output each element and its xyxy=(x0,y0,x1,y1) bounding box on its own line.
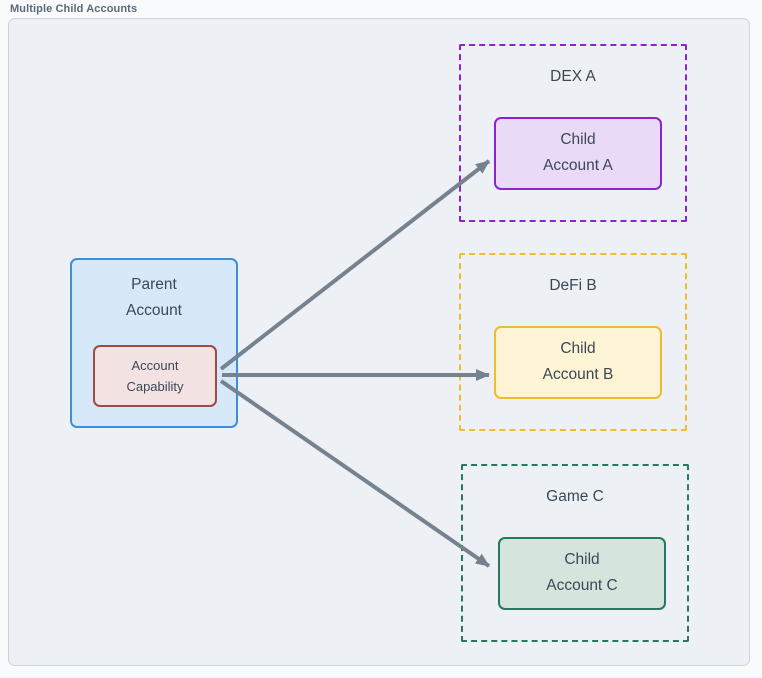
parent-account-label: Parent Account xyxy=(125,276,182,319)
child-account-b-label: Child Account B xyxy=(542,340,614,383)
child-account-a-box: Child Account A xyxy=(494,117,662,190)
zone-game-c-title: Game C xyxy=(546,488,604,505)
zone-defi-b-title: DeFi B xyxy=(549,277,597,294)
parent-account-box: Parent Account Account Capability xyxy=(70,258,238,428)
child-account-b-box: Child Account B xyxy=(494,326,662,399)
child-account-a-label: Child Account A xyxy=(543,131,613,174)
account-capability-box: Account Capability xyxy=(93,345,217,407)
zone-defi-b: DeFi B Child Account B xyxy=(459,253,687,431)
diagram-title: Multiple Child Accounts xyxy=(10,3,138,15)
account-capability-label: Account Capability xyxy=(126,358,184,394)
zone-dex-a-title: DEX A xyxy=(550,68,596,85)
child-account-c-label: Child Account C xyxy=(546,551,618,594)
zone-game-c: Game C Child Account C xyxy=(461,464,689,642)
child-account-c-box: Child Account C xyxy=(498,537,666,610)
zone-dex-a: DEX A Child Account A xyxy=(459,44,687,222)
